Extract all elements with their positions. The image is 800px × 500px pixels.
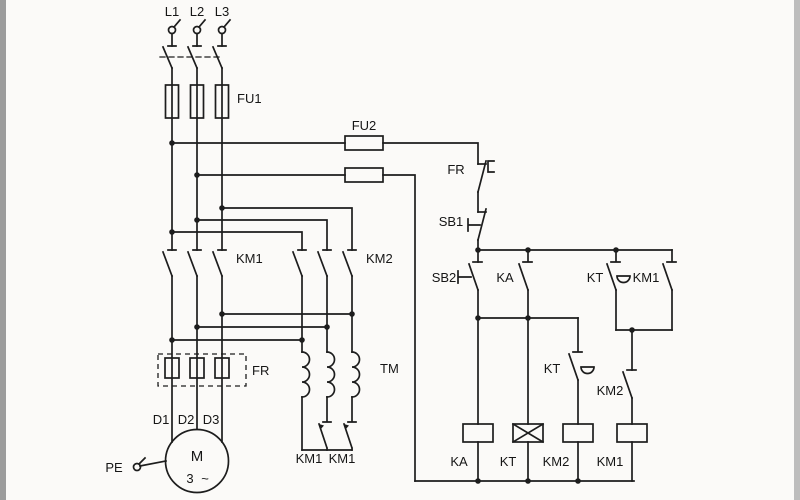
coil-kt-label: KT <box>500 454 517 469</box>
kt-lower-contact-label: KT <box>544 361 561 376</box>
km2-lower-contact-label: KM2 <box>597 383 624 398</box>
coil-km2-label: KM2 <box>543 454 570 469</box>
motor-phase-count: 3 <box>186 471 193 486</box>
km1-upper-contact-icon <box>661 249 677 331</box>
fuse-fu1-label: FU1 <box>237 91 262 106</box>
km2-main-label: KM2 <box>366 251 393 266</box>
kt-lower-contact-icon <box>567 317 595 425</box>
coil-ka-icon <box>462 317 494 482</box>
km1-upper-contact-label: KM1 <box>633 270 660 285</box>
star-point-km1-contacts-icon <box>301 396 357 451</box>
knife-switch-icon <box>159 32 227 70</box>
sb2-label: SB2 <box>432 270 457 285</box>
ka-no-contact-icon <box>517 249 533 319</box>
thermal-relay-fr-icon <box>157 353 247 387</box>
motor-letter: M <box>191 448 204 465</box>
pe-terminal-icon <box>132 456 167 472</box>
coil-km2-icon <box>562 423 594 482</box>
kt-upper-contact-label: KT <box>587 270 604 285</box>
coil-km1-icon <box>616 423 648 482</box>
terminal-d1-label: D1 <box>153 412 170 427</box>
fuse-fu2-icon <box>171 135 479 482</box>
coil-ka-label: KA <box>450 454 468 469</box>
control-circuit: FU2 FR SB1 SB2 <box>171 118 677 484</box>
pe-label: PE <box>105 460 123 475</box>
coil-km1-label: KM1 <box>597 454 624 469</box>
crossover-wires <box>171 313 353 341</box>
terminal-d2-label: D2 <box>178 412 195 427</box>
fuse-fu2-label: FU2 <box>352 118 377 133</box>
terminal-d3-label: D3 <box>203 412 220 427</box>
power-circuit: L1 L2 L3 FU1 <box>105 4 399 494</box>
autotransformer-tm-icon <box>301 351 361 398</box>
km2-lower-contact-icon <box>621 369 637 425</box>
ka-contact-label: KA <box>496 270 514 285</box>
km2-branch-taps <box>171 207 353 251</box>
supply-terminal-icons <box>167 18 232 35</box>
km1-main-label: KM1 <box>236 251 263 266</box>
km1-main-contacts-icon <box>161 249 227 278</box>
fr-nc-contact-label: FR <box>447 162 464 177</box>
phase-label-l1: L1 <box>165 4 179 19</box>
thermal-relay-fr-label: FR <box>252 363 269 378</box>
control-rail-right <box>615 329 673 371</box>
autotransformer-tm-label: TM <box>380 361 399 376</box>
photo-left-edge <box>0 0 6 500</box>
km2-main-contacts-icon <box>291 249 357 353</box>
motor-ac-tilde: ~ <box>201 471 209 486</box>
star-km1-label-b: KM1 <box>329 451 356 466</box>
phase-label-l2: L2 <box>190 4 204 19</box>
fr-nc-contact-icon <box>476 159 495 213</box>
control-junction-dots <box>475 247 635 484</box>
sb1-stop-button-icon <box>467 207 488 263</box>
kt-upper-contact-icon <box>605 249 631 331</box>
photo-right-edge <box>794 0 800 500</box>
phase-wires <box>171 67 223 443</box>
sb1-label: SB1 <box>439 214 464 229</box>
coil-kt-icon <box>511 317 545 482</box>
star-km1-label-a: KM1 <box>296 451 323 466</box>
fuse-fu1-icon <box>164 84 230 119</box>
sb2-start-button-icon <box>457 261 483 319</box>
phase-label-l3: L3 <box>215 4 229 19</box>
